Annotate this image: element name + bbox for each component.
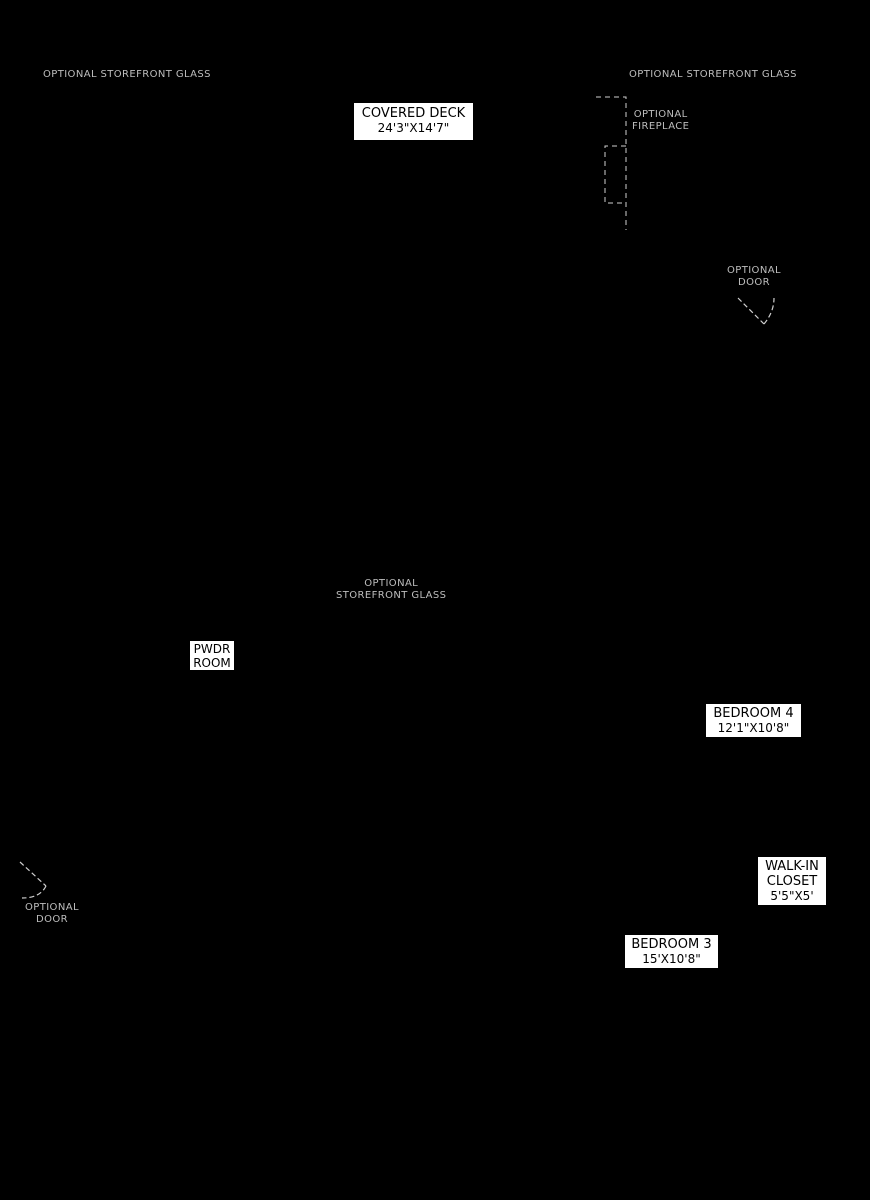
note-line: STOREFRONT GLASS [336, 590, 447, 601]
note-line: OPTIONAL [633, 109, 688, 120]
room-name-line: PWDR [193, 642, 231, 656]
room-name-line: WALK-IN [765, 859, 819, 874]
optional-storefront-glass-right-note: OPTIONAL STOREFRONT GLASS [629, 69, 797, 81]
fireplace-outline [596, 96, 627, 230]
optional-door-left-note: OPTIONAL DOOR [25, 902, 79, 926]
room-label-covered-deck: COVERED DECK 24'3"X14'7" [354, 103, 473, 140]
room-dimensions: 12'1"X10'8" [717, 721, 790, 735]
room-name: COVERED DECK [361, 106, 466, 121]
note-line: FIREPLACE [632, 121, 690, 132]
room-dimensions: 15'X10'8" [642, 952, 701, 966]
optional-fireplace-note: OPTIONAL FIREPLACE [632, 109, 689, 133]
note-text: OPTIONAL STOREFRONT GLASS [43, 69, 211, 80]
note-line: OPTIONAL [364, 578, 419, 589]
optional-storefront-glass-center-note: OPTIONAL STOREFRONT GLASS [336, 578, 446, 602]
room-name-line: CLOSET [766, 874, 818, 889]
optional-door-right-note: OPTIONAL DOOR [727, 265, 781, 289]
room-label-pwdr-room: PWDR ROOM [190, 641, 234, 670]
room-name: BEDROOM 3 [631, 937, 712, 952]
note-line: OPTIONAL [25, 902, 79, 913]
room-dimensions: 24'3"X14'7" [377, 121, 450, 135]
note-line: OPTIONAL [727, 265, 781, 276]
room-name-line: ROOM [193, 656, 231, 670]
note-line: DOOR [35, 914, 68, 925]
optional-storefront-glass-left-note: OPTIONAL STOREFRONT GLASS [43, 69, 211, 81]
room-dimensions: 5'5"X5' [770, 889, 814, 903]
optional-door-left-swing [19, 861, 47, 899]
note-text: OPTIONAL STOREFRONT GLASS [629, 69, 797, 80]
note-line: DOOR [737, 277, 770, 288]
optional-door-right-swing [737, 297, 775, 325]
room-label-bedroom-3: BEDROOM 3 15'X10'8" [625, 935, 718, 968]
room-label-bedroom-4: BEDROOM 4 12'1"X10'8" [706, 704, 801, 737]
room-label-walk-in-closet: WALK-IN CLOSET 5'5"X5' [758, 857, 826, 905]
room-name: BEDROOM 4 [713, 706, 794, 721]
